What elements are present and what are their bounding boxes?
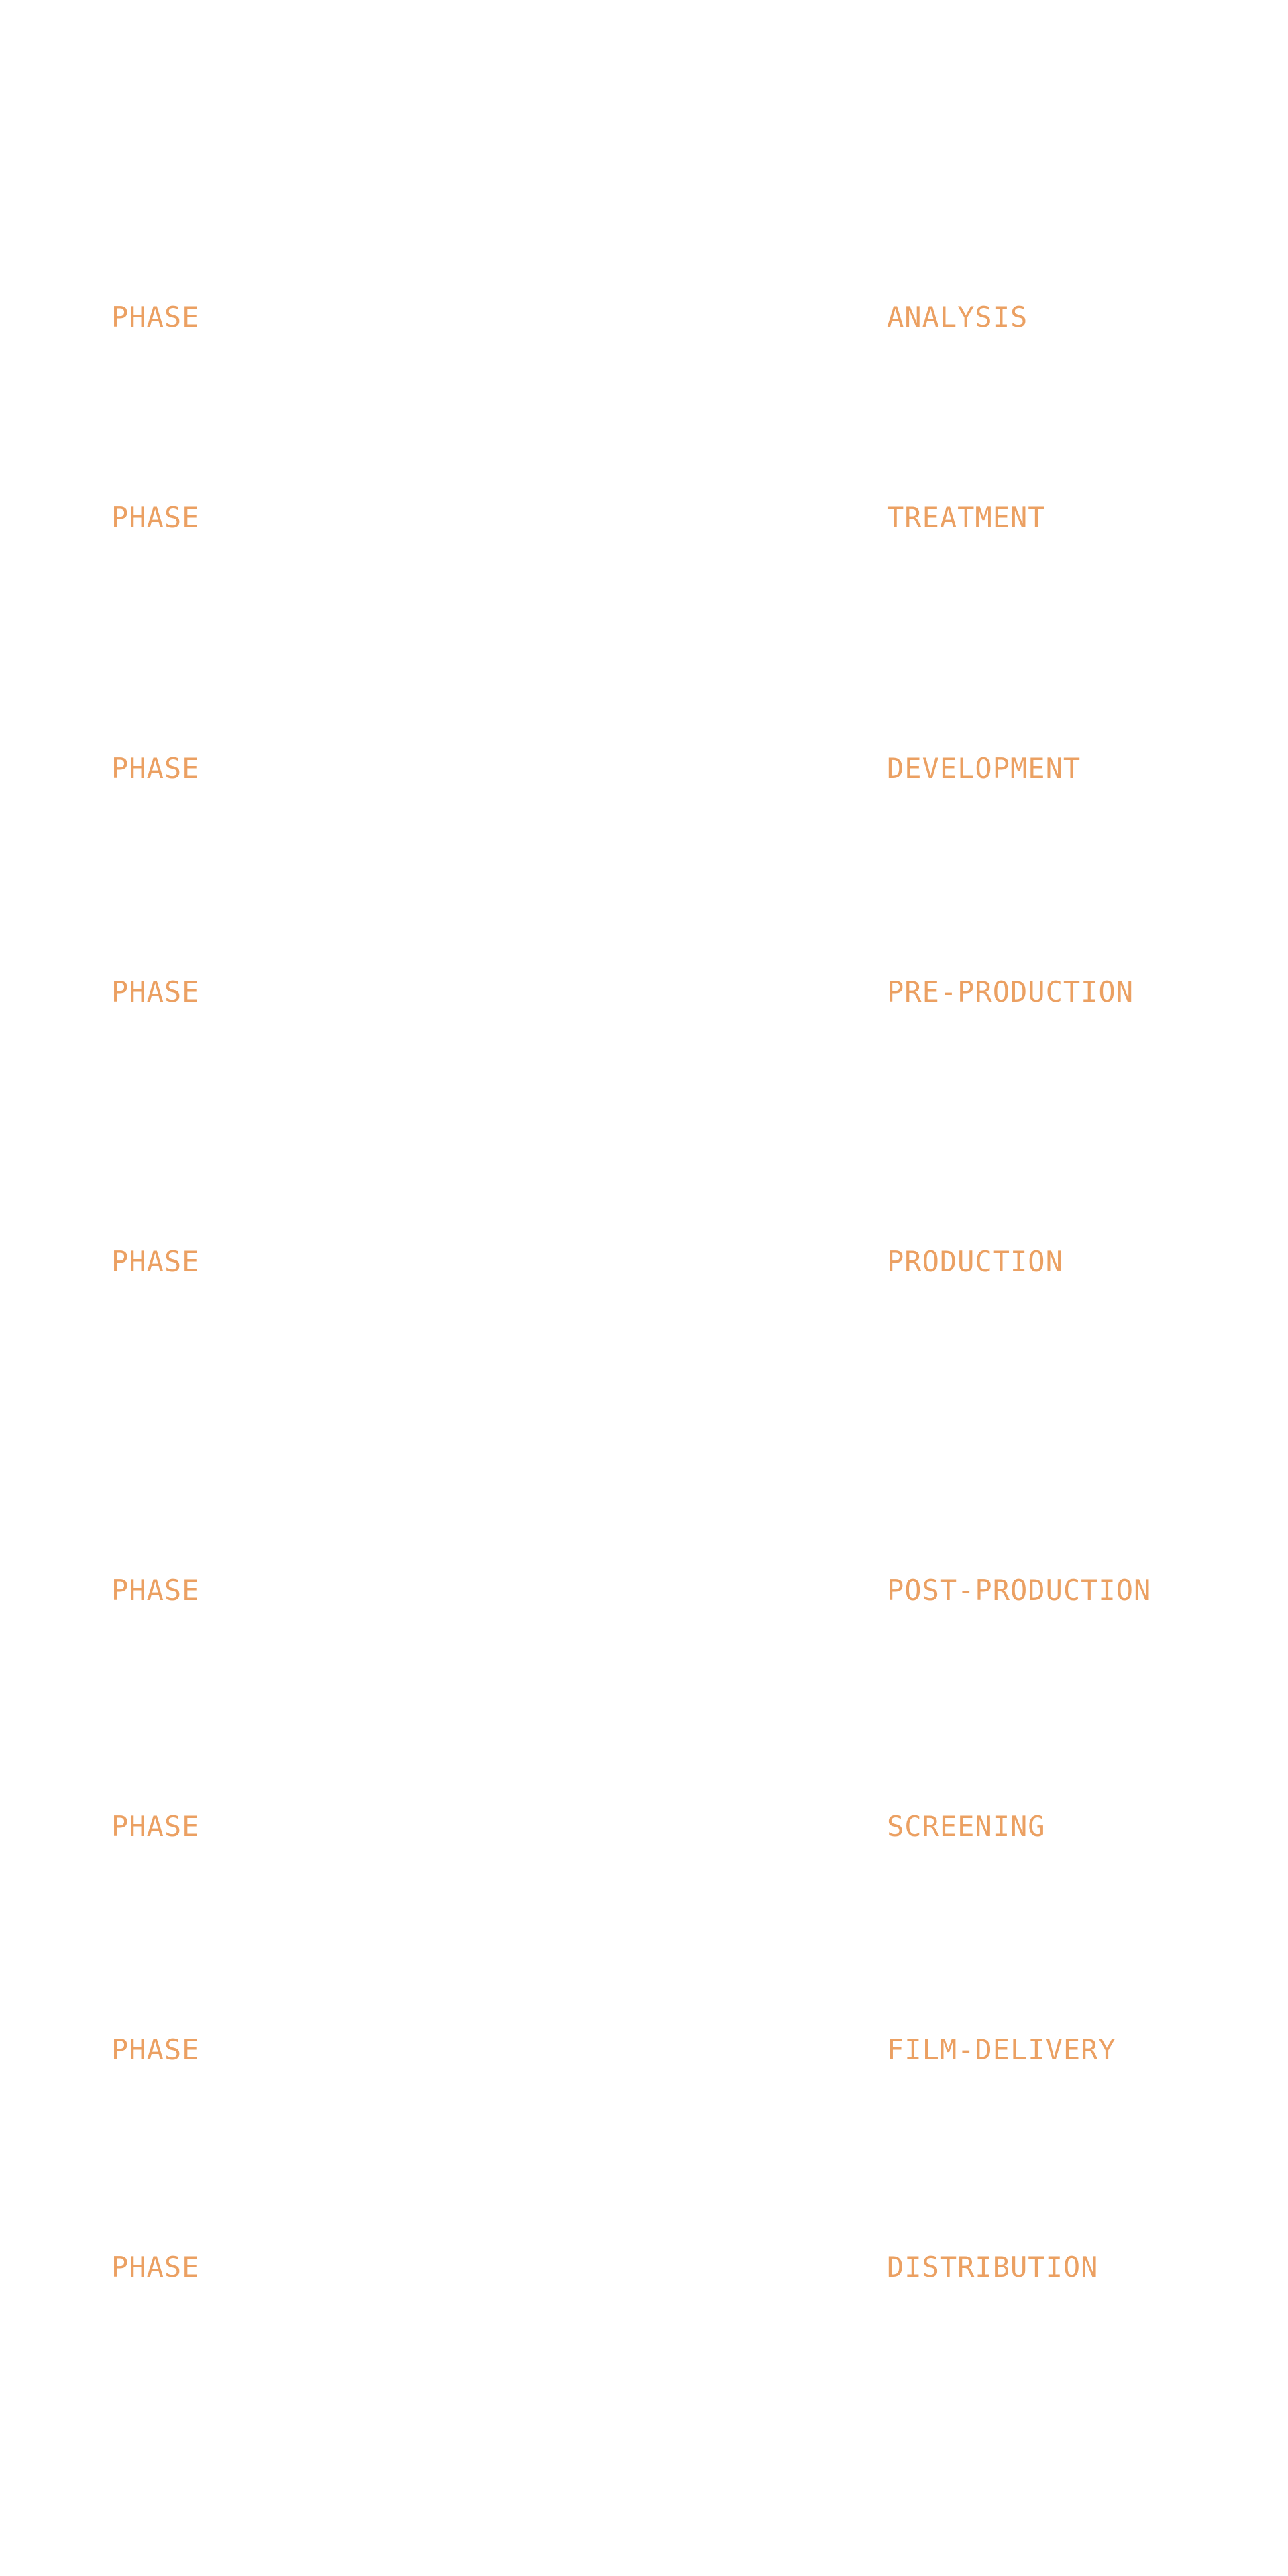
phase-label: PHASE	[111, 2251, 200, 2284]
phase-label: PHASE	[111, 1574, 200, 1607]
phase-row: PHASE DISTRIBUTION	[0, 2251, 1288, 2284]
phase-value: POST-PRODUCTION	[887, 1574, 1152, 1607]
phase-row: PHASE TREATMENT	[0, 501, 1288, 535]
phase-value: DEVELOPMENT	[887, 752, 1081, 785]
phase-row: PHASE SCREENING	[0, 1810, 1288, 1843]
phase-label: PHASE	[111, 1810, 200, 1843]
phase-label: PHASE	[111, 1245, 200, 1278]
phase-value: ANALYSIS	[887, 301, 1028, 333]
phase-row: PHASE FILM-DELIVERY	[0, 2033, 1288, 2067]
phase-label: PHASE	[111, 2033, 200, 2066]
phase-row: PHASE PRE-PRODUCTION	[0, 975, 1288, 1009]
phase-value: FILM-DELIVERY	[887, 2033, 1116, 2066]
phase-row: PHASE DEVELOPMENT	[0, 752, 1288, 786]
phase-value: TREATMENT	[887, 501, 1046, 534]
phase-value: PRE-PRODUCTION	[887, 975, 1134, 1008]
phase-label: PHASE	[111, 975, 200, 1008]
phase-label: PHASE	[111, 752, 200, 785]
phase-value: SCREENING	[887, 1810, 1046, 1843]
phase-row: PHASE PRODUCTION	[0, 1245, 1288, 1279]
phase-label: PHASE	[111, 501, 200, 534]
phase-value: PRODUCTION	[887, 1245, 1063, 1278]
phase-row: PHASE POST-PRODUCTION	[0, 1574, 1288, 1607]
phase-label: PHASE	[111, 301, 200, 333]
phase-value: DISTRIBUTION	[887, 2251, 1099, 2284]
phase-row: PHASE ANALYSIS	[0, 301, 1288, 334]
